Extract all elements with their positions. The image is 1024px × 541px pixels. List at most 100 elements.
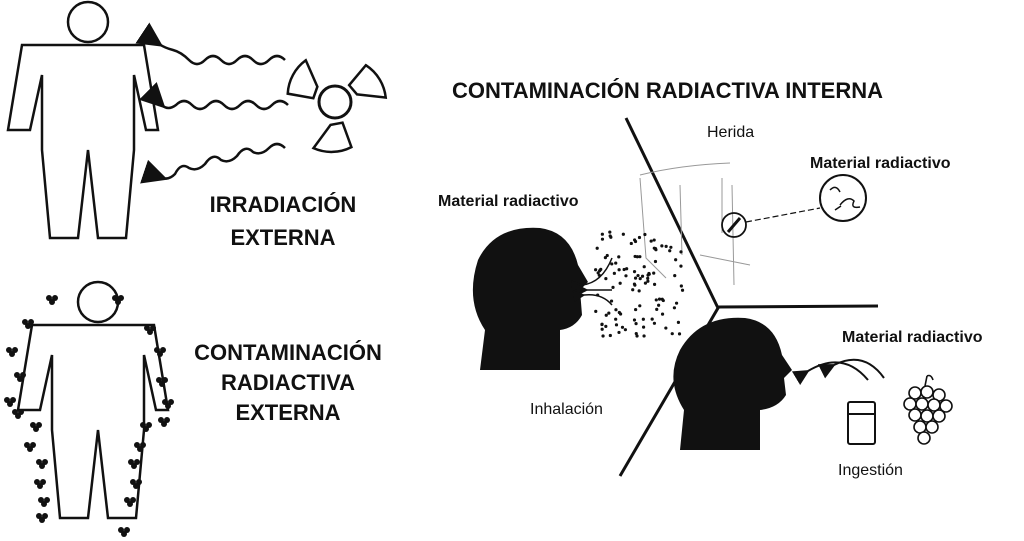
aerosol-dot <box>595 246 599 250</box>
aerosol-dot <box>617 268 621 272</box>
aerosol-dot <box>655 307 659 312</box>
aerosol-dot <box>632 318 637 322</box>
aerosol-dot <box>652 271 656 275</box>
grape <box>915 397 929 411</box>
aerosol-dot <box>642 265 646 269</box>
aerosol-dot <box>679 284 683 288</box>
particle-icon <box>162 399 174 409</box>
aerosol-dot <box>652 321 657 325</box>
aerosol-dot <box>604 277 608 281</box>
aerosol-dot <box>676 320 681 324</box>
aerosol-dot <box>603 256 607 260</box>
inhalation-arrows <box>570 257 613 306</box>
particle-icon <box>36 459 48 469</box>
section-dividers <box>618 117 879 477</box>
grape <box>913 420 927 434</box>
particle-icon <box>118 527 130 537</box>
contamination-label-line2: RADIACTIVA <box>221 370 355 395</box>
particle-icon <box>134 442 146 452</box>
particle-icon <box>156 377 168 387</box>
particle-icon <box>128 459 140 469</box>
particle-icon <box>46 295 58 305</box>
glass-icon <box>847 401 876 445</box>
wound-material-label: Material radiactivo <box>810 155 951 172</box>
particle-icon <box>112 295 124 305</box>
particle-icon <box>34 479 46 489</box>
aerosol-dot <box>635 255 639 259</box>
grape <box>939 399 953 413</box>
wound-label: Herida <box>707 124 754 141</box>
aerosol-dot <box>646 276 650 280</box>
aerosol-dot <box>632 282 637 286</box>
human-figure-irradiated <box>6 0 160 240</box>
particle-icon <box>130 479 142 489</box>
aerosol-dot <box>614 323 619 327</box>
aerosol-dot <box>633 238 637 242</box>
aerosol-dot <box>654 248 658 252</box>
aerosol-dot <box>668 249 672 253</box>
particle-icon <box>144 325 156 335</box>
aerosol-dot <box>680 288 685 292</box>
contamination-label-line3: EXTERNA <box>235 400 340 425</box>
aerosol-dot <box>629 241 633 246</box>
aerosol-dot <box>657 297 662 301</box>
particle-icon <box>6 347 18 357</box>
aerosol-dot <box>638 255 642 259</box>
aerosol-dot <box>660 244 664 248</box>
aerosol-dot <box>625 267 629 271</box>
aerosol-dot <box>638 277 642 281</box>
aerosol-dot <box>669 245 673 249</box>
aerosol-dot <box>647 271 651 276</box>
aerosol-dot <box>624 274 628 278</box>
aerosol-dot <box>608 230 612 234</box>
internal-title: CONTAMINACIÓN RADIACTIVA INTERNA <box>452 78 883 103</box>
aerosol-dot <box>632 270 637 274</box>
aerosol-dot <box>634 307 638 312</box>
particle-icon <box>158 417 170 427</box>
aerosol-dot <box>652 282 657 286</box>
head-silhouette-icon-inhalation <box>472 227 588 370</box>
aerosol-dot <box>631 288 635 292</box>
aerosol-dot <box>674 301 679 305</box>
hand-sketch-icon <box>639 162 867 286</box>
grape <box>920 409 934 423</box>
grape <box>920 385 934 399</box>
aerosol-dot <box>664 244 668 248</box>
human-figure-contaminated <box>16 280 170 520</box>
aerosol-dot <box>621 232 625 236</box>
particle-icon <box>22 319 34 329</box>
irradiation-label-line2: EXTERNA <box>230 225 335 250</box>
particle-icon <box>140 422 152 432</box>
particle-icon <box>24 442 36 452</box>
aerosol-dot <box>638 304 642 308</box>
aerosol-dot <box>604 313 608 317</box>
aerosol-dot <box>660 312 665 316</box>
aerosol-dots <box>594 230 685 338</box>
aerosol-dot <box>650 317 654 321</box>
wavy-arrow-icons <box>135 22 289 184</box>
grapes-icon <box>903 374 953 445</box>
aerosol-dot <box>637 235 642 240</box>
aerosol-dot <box>612 271 616 275</box>
grape <box>932 409 946 423</box>
aerosol-dot <box>640 274 645 278</box>
grape <box>917 431 931 445</box>
aerosol-dot <box>617 330 621 335</box>
particle-icon <box>154 347 166 357</box>
aerosol-dot <box>670 332 674 336</box>
contamination-particles <box>4 295 174 537</box>
grape-stem <box>924 374 934 387</box>
aerosol-dot <box>643 281 648 285</box>
aerosol-dot <box>609 299 614 303</box>
aerosol-dot <box>664 326 668 330</box>
inhalation-label: Inhalación <box>530 401 603 418</box>
aerosol-dot <box>614 308 618 312</box>
grape <box>908 386 922 400</box>
aerosol-dot <box>674 258 678 262</box>
aerosol-dot <box>604 324 608 328</box>
aerosol-dot <box>679 250 683 254</box>
aerosol-dot <box>660 297 664 301</box>
aerosol-dot <box>652 238 656 242</box>
aerosol-dot <box>653 259 658 264</box>
